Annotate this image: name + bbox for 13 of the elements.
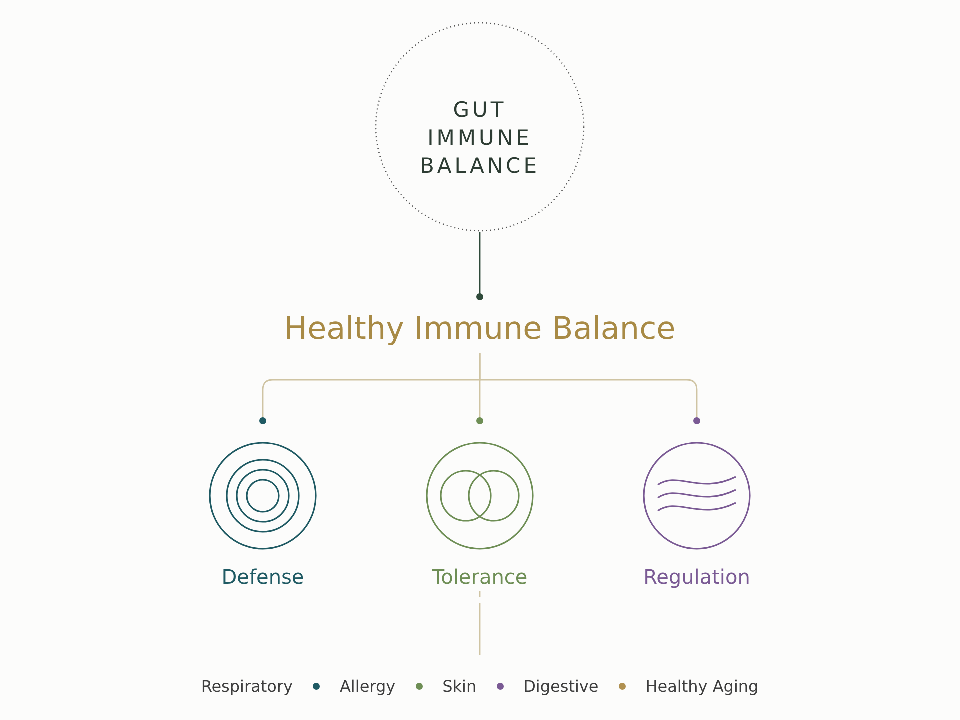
connector-line <box>476 232 484 300</box>
category-label: Regulation <box>644 565 750 589</box>
topic-label: Skin <box>442 677 477 696</box>
topic-label: Digestive <box>524 677 599 696</box>
heading-text: Healthy Immune Balance <box>284 311 676 347</box>
topic-label: Healthy Aging <box>646 677 759 696</box>
node-title: GUT IMMUNE BALANCE <box>419 97 541 180</box>
connector-line <box>479 590 481 656</box>
topic-label: Respiratory <box>201 677 293 696</box>
topic-label: Allergy <box>340 677 396 696</box>
category-label: Tolerance <box>432 565 528 589</box>
category-label: Defense <box>222 565 304 589</box>
connector-line <box>479 353 700 424</box>
